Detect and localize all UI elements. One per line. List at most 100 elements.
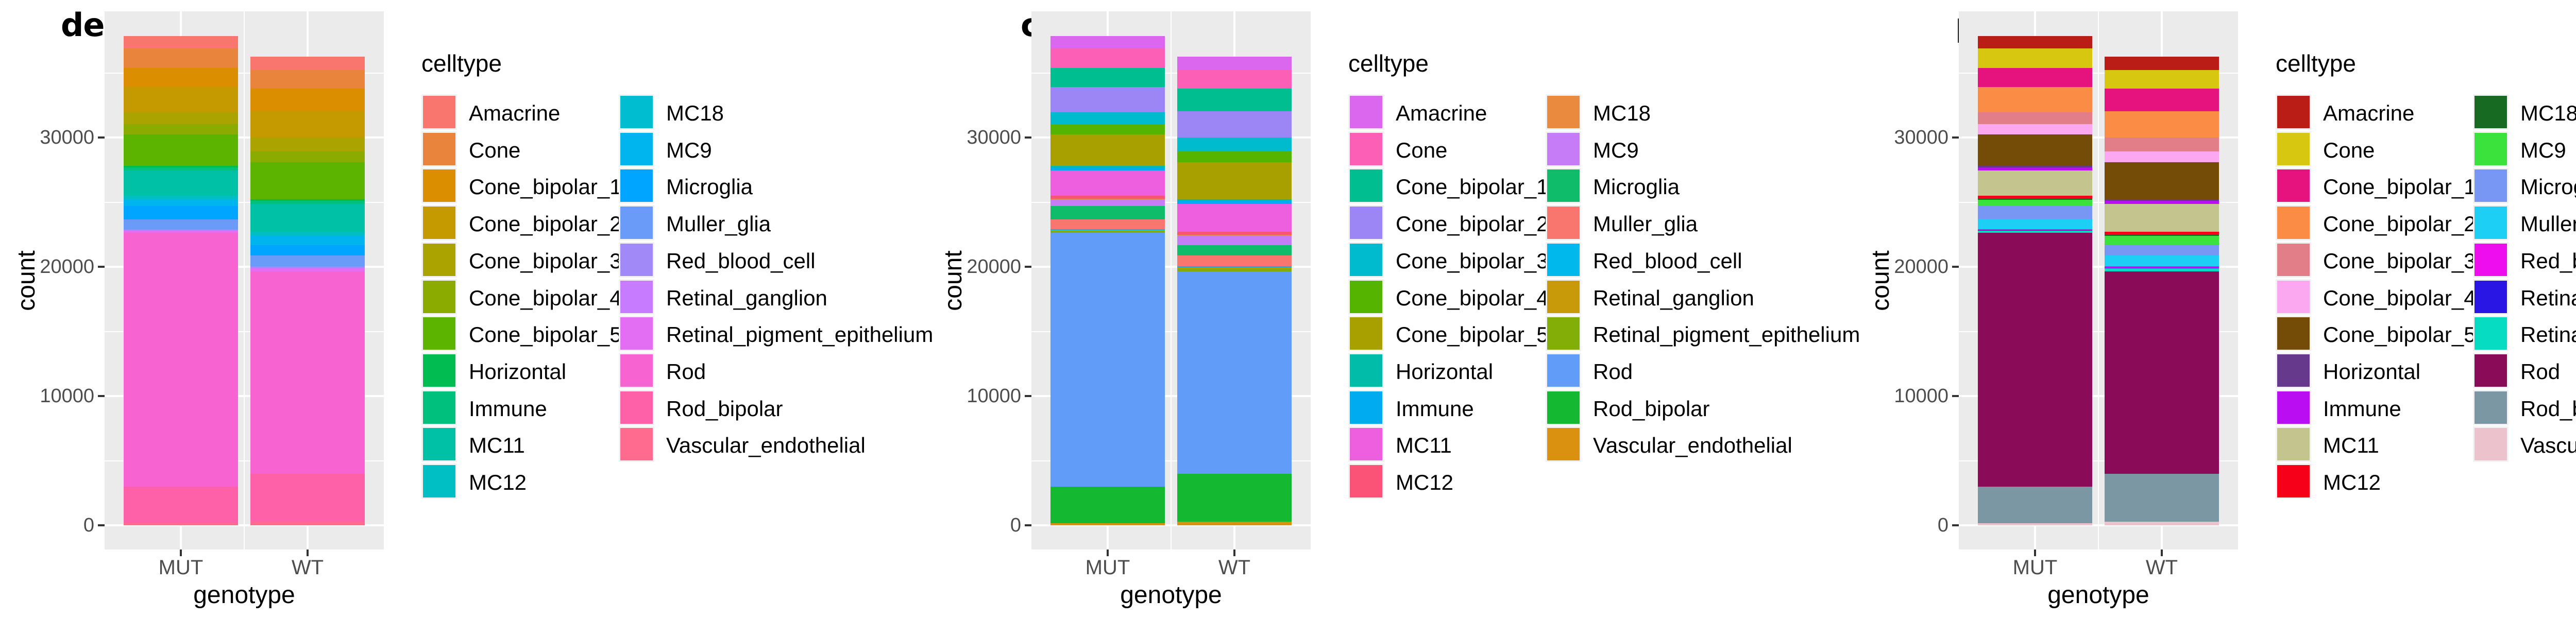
legend-swatch — [2276, 242, 2311, 278]
x-tick-label-mut: MUT — [158, 556, 204, 579]
y-tick-label: 30000 — [967, 127, 1021, 148]
legend-swatch — [619, 279, 654, 315]
legend-item: MC11 — [1348, 426, 1637, 462]
bar-segment — [2105, 203, 2219, 232]
legend-label: Muller_glia — [666, 212, 771, 236]
y-tick-mark — [1952, 136, 1959, 139]
legend-item: Cone_bipolar_5 — [421, 316, 710, 352]
legend-item: Rod_bipolar — [2473, 389, 2576, 426]
legend-label: Retinal_ganglion — [2520, 285, 2576, 310]
legend-label: Muller_glia — [1593, 212, 1698, 236]
bar-segment — [250, 201, 365, 204]
legend-item: Cone_bipolar_1 — [1348, 168, 1637, 204]
x-tick-mark — [307, 550, 309, 556]
y-tick-mark — [1952, 524, 1959, 526]
legend-item: Cone_bipolar_2 — [421, 205, 710, 241]
bar-segment — [2105, 245, 2219, 256]
bar-segment — [250, 473, 365, 522]
legend-swatch — [2473, 316, 2509, 352]
bar-segment — [1978, 167, 2092, 170]
legend-item: Cone — [2276, 131, 2564, 167]
legend-swatch — [2276, 464, 2311, 499]
bar-segment — [1177, 151, 1292, 163]
legend-swatch — [619, 242, 654, 278]
legend-label: Rod_bipolar — [2520, 396, 2576, 421]
legend-item: Cone_bipolar_4 — [1348, 279, 1637, 315]
legend-label: MC12 — [1396, 470, 1454, 494]
legend-item: Microglia — [2473, 168, 2576, 204]
legend-swatch — [1546, 168, 1581, 204]
chart-polychrome: polychrome count 30000 20000 10000 0 MUT… — [1854, 0, 2576, 618]
bar-segment — [1978, 170, 2092, 196]
legend-title: celltype — [2276, 50, 2356, 77]
legend-swatch — [1546, 316, 1581, 352]
legend-swatch — [1348, 316, 1384, 352]
legend-swatch — [421, 205, 457, 241]
x-axis-title: genotype — [2047, 581, 2149, 609]
bar-segment — [124, 68, 238, 88]
legend-item: Cone_bipolar_1 — [2276, 168, 2564, 204]
legend-swatch — [2473, 242, 2509, 278]
legend-item: MC18 — [2473, 94, 2576, 130]
legend-label: Cone — [2323, 138, 2375, 162]
legend-swatch — [1546, 205, 1581, 241]
legend-label: Amacrine — [469, 101, 561, 125]
legend-label: Cone_bipolar_2 — [2323, 212, 2476, 236]
legend-swatch — [2473, 426, 2509, 462]
bar-segment — [124, 36, 238, 49]
legend-label: Cone — [1396, 138, 1448, 162]
legend-swatch — [421, 279, 457, 315]
y-tick-label: 20000 — [40, 256, 94, 278]
x-axis-title: genotype — [193, 581, 295, 609]
bar-segment — [1050, 36, 1165, 49]
legend-swatch — [1348, 426, 1384, 462]
y-tick-mark — [1952, 395, 1959, 397]
legend-item: Muller_glia — [2473, 205, 2576, 241]
legend-label: Vascular_endothelial — [666, 433, 866, 458]
bar-segment — [250, 151, 365, 163]
x-tick-mark — [1107, 550, 1109, 556]
legend-item: Horizontal — [2276, 352, 2564, 389]
bar-segment — [124, 112, 238, 125]
bar-segment — [2105, 268, 2219, 272]
legend-item: Horizontal — [1348, 352, 1637, 389]
bar-segment — [2105, 235, 2219, 236]
legend-swatch — [2473, 352, 2509, 388]
legend-swatch — [2473, 279, 2509, 315]
legend-item: Cone_bipolar_2 — [2276, 205, 2564, 241]
bar-segment — [2105, 201, 2219, 204]
legend-swatch — [619, 168, 654, 204]
legend-label: Cone_bipolar_4 — [469, 285, 622, 310]
bar-segment — [1050, 523, 1165, 525]
legend-label: Microglia — [666, 175, 753, 199]
legend-label: Microglia — [1593, 175, 1680, 199]
legend-item: Amacrine — [421, 94, 710, 130]
bar-segment — [1050, 486, 1165, 523]
bar-segment — [2105, 473, 2219, 522]
legend-swatch — [619, 94, 654, 130]
legend-item: Microglia — [619, 168, 907, 204]
bar-segment — [124, 124, 238, 134]
legend-label: Rod — [2520, 359, 2561, 384]
legend-label: Immune — [469, 396, 547, 421]
bar-segment — [2105, 521, 2219, 525]
bar-segment — [1978, 199, 2092, 200]
legend-label: Cone_bipolar_4 — [1396, 285, 1549, 310]
legend-swatch — [2276, 94, 2311, 130]
y-tick-mark — [1025, 266, 1031, 268]
bar-segment — [1978, 232, 2092, 487]
legend-swatch — [2473, 389, 2509, 425]
bar-segment — [250, 255, 365, 267]
legend-label: MC18 — [1593, 101, 1651, 125]
legend-label: MC11 — [1396, 433, 1452, 458]
gridline-vertical-minor — [244, 11, 245, 550]
y-tick-label: 10000 — [967, 385, 1021, 407]
legend-label: Vascular_endothelial — [2520, 433, 2576, 458]
legend-item: MC11 — [421, 426, 710, 462]
legend-item: Cone_bipolar_3 — [2276, 242, 2564, 278]
legend-label: Cone_bipolar_4 — [2323, 285, 2476, 310]
legend-swatch — [421, 131, 457, 167]
